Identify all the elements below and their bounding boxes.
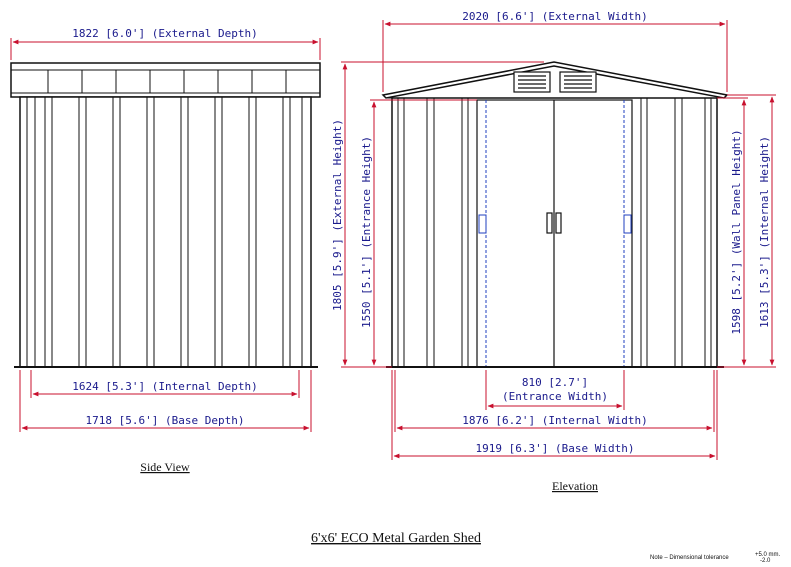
dim-external-height: 1805 [5.9'] (External Height) bbox=[331, 61, 544, 368]
dim-internal-width: 1876 [6.2'] (Internal Width) bbox=[394, 370, 715, 432]
note-label: Note – Dimensional tolerance bbox=[650, 555, 729, 561]
drawing-title: 6'x6' ECO Metal Garden Shed bbox=[311, 531, 481, 546]
dim-external-width: 2020 [6.6'] (External Width) bbox=[382, 10, 728, 92]
dim-internal-height: 1613 [5.3'] (Internal Height) bbox=[717, 94, 776, 368]
base-depth-label: 1718 [5.6'] (Base Depth) bbox=[86, 414, 245, 427]
internal-depth-label: 1624 [5.3'] (Internal Depth) bbox=[72, 380, 257, 393]
hinge-left bbox=[478, 214, 487, 234]
note-plus: +5.0 mm. bbox=[755, 552, 781, 558]
hinge-right bbox=[623, 214, 632, 234]
door-handle-left bbox=[546, 212, 553, 234]
dim-entrance-width: 810 [2.7'] (Entrance Width) bbox=[485, 370, 625, 410]
internal-height-label: 1613 [5.3'] (Internal Height) bbox=[758, 136, 771, 328]
entrance-height-label: 1550 [5.1'] (Entrance Height) bbox=[360, 136, 373, 328]
dim-internal-depth: 1624 [5.3'] (Internal Depth) bbox=[30, 370, 300, 398]
elevation-view: 2020 [6.6'] (External Width) 1805 [5.9']… bbox=[331, 10, 776, 493]
roof-vent-left bbox=[513, 71, 551, 93]
entrance-width-value: 810 [2.7'] bbox=[522, 376, 588, 389]
base-width-label: 1919 [6.3'] (Base Width) bbox=[476, 442, 635, 455]
side-view: 1822 [6.0'] (External Depth) 1624 [5.3']… bbox=[10, 27, 321, 474]
dim-entrance-height: 1550 [5.1'] (Entrance Height) bbox=[360, 99, 477, 366]
external-height-label: 1805 [5.9'] (External Height) bbox=[331, 119, 344, 311]
dim-external-depth: 1822 [6.0'] (External Depth) bbox=[10, 27, 321, 60]
side-roof bbox=[10, 62, 321, 98]
elevation-roof bbox=[381, 61, 729, 99]
external-depth-label: 1822 [6.0'] (External Depth) bbox=[72, 27, 257, 40]
external-width-label: 2020 [6.6'] (External Width) bbox=[462, 10, 647, 23]
roof-vent-right bbox=[559, 71, 597, 93]
tolerance-note: Note – Dimensional tolerance +5.0 mm. -2… bbox=[650, 552, 781, 564]
note-minus: -2.0 bbox=[760, 558, 771, 564]
dim-base-width: 1919 [6.3'] (Base Width) bbox=[391, 370, 718, 460]
side-wall bbox=[19, 96, 312, 368]
entrance-width-label: (Entrance Width) bbox=[502, 390, 608, 403]
wall-panel-height-label: 1598 [5.2'] (Wall Panel Height) bbox=[730, 129, 743, 334]
internal-width-label: 1876 [6.2'] (Internal Width) bbox=[462, 414, 647, 427]
door-handle-right bbox=[555, 212, 562, 234]
dim-base-depth: 1718 [5.6'] (Base Depth) bbox=[19, 370, 312, 432]
dim-wall-panel-height: 1598 [5.2'] (Wall Panel Height) bbox=[717, 97, 748, 366]
side-view-caption: Side View bbox=[140, 460, 190, 474]
elevation-caption: Elevation bbox=[552, 479, 598, 493]
